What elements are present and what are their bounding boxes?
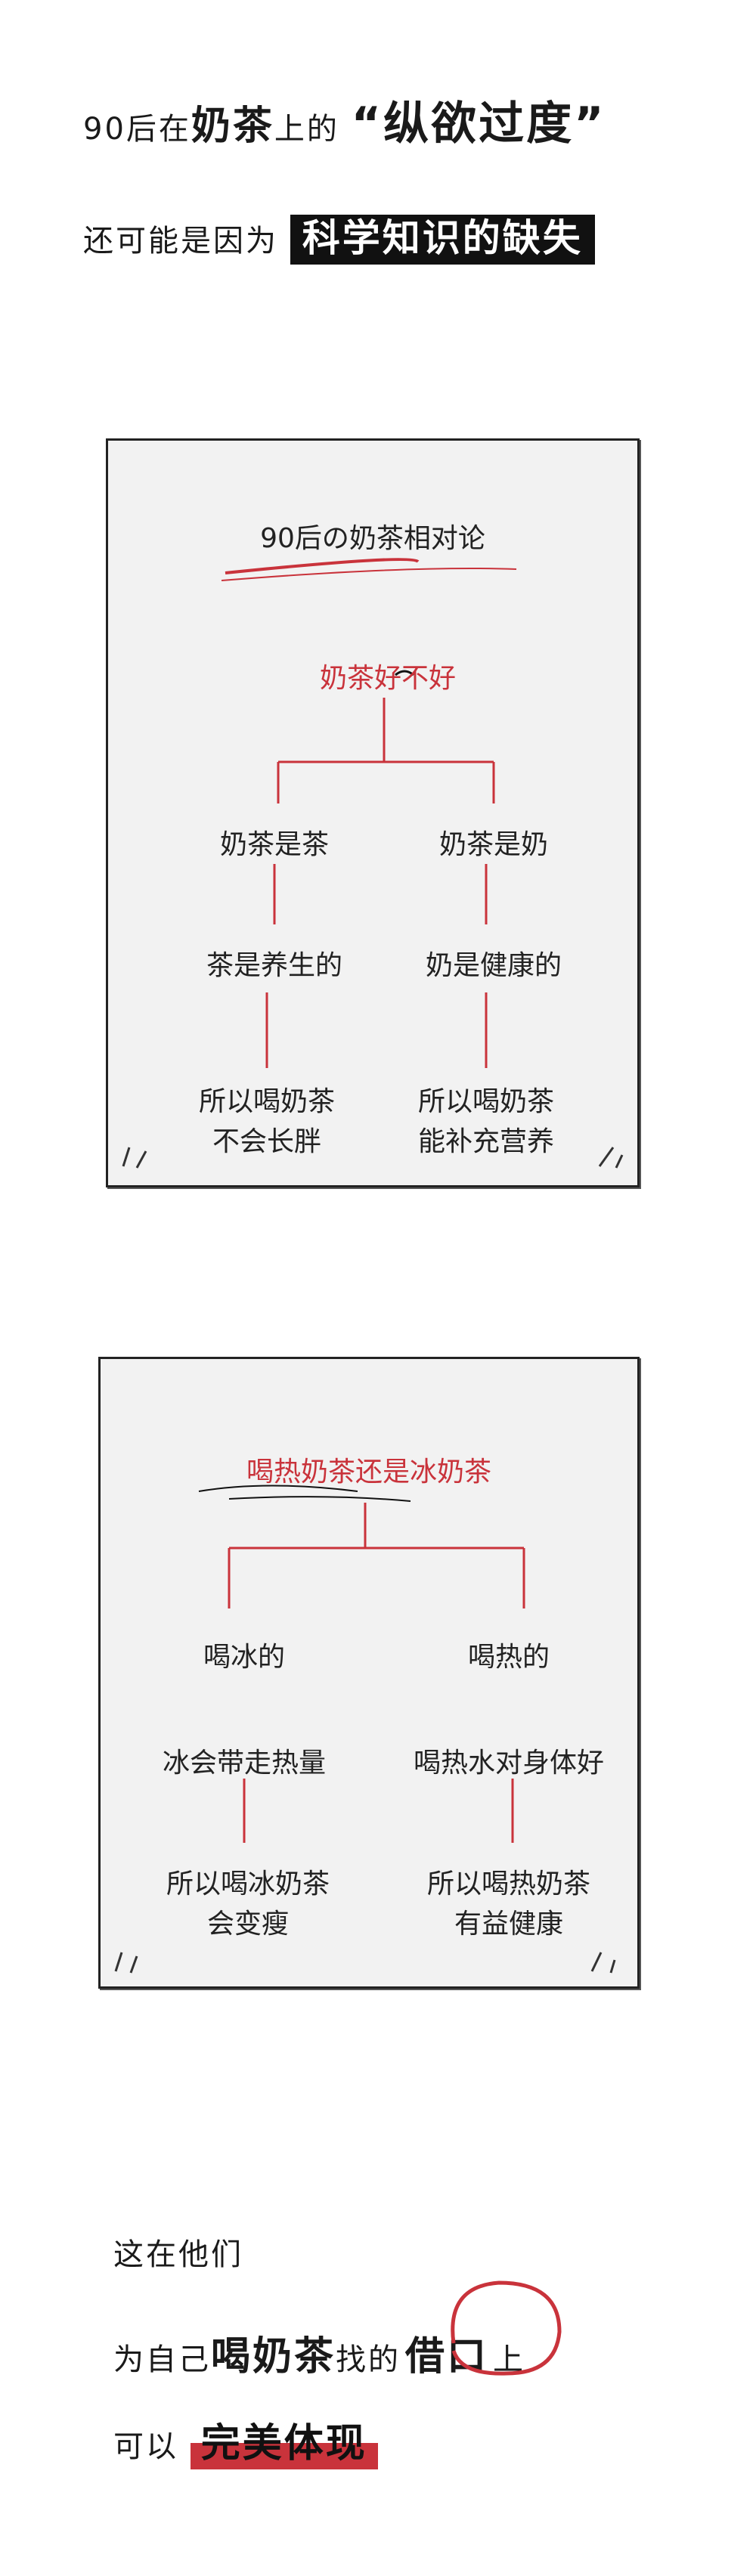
intro-highlight: 科学知识的缺失 — [290, 215, 595, 265]
card1-title: 90后の奶茶相对论 — [260, 523, 485, 554]
intro-middle: 上的 — [274, 112, 339, 147]
outro-suffix: 上 — [493, 2342, 526, 2377]
card2-question: 喝热奶茶还是冰奶茶 — [246, 1457, 491, 1488]
card1-right-3a: 所以喝奶茶 — [417, 1086, 554, 1117]
card2-right-2: 喝热水对身体好 — [413, 1748, 604, 1779]
intro-bold-milktea: 奶茶 — [191, 104, 274, 149]
outro-middle: 找的 — [336, 2342, 401, 2377]
card1-question: 奶茶好不好 — [319, 663, 456, 694]
card1-left-1: 奶茶是茶 — [219, 829, 329, 860]
diagram-card-1: 90后の奶茶相对论 奶茶好不好 奶茶是茶 奶茶是奶 茶是养生的 奶是健康的 所以… — [106, 438, 640, 1187]
outro-bold-drink: 喝奶茶 — [211, 2334, 336, 2379]
card1-right-2: 奶是健康的 — [425, 950, 562, 981]
card2-left-3a: 所以喝冰奶茶 — [166, 1869, 330, 1899]
card2-lines — [114, 1485, 616, 1974]
intro-quote: “纵欲过度” — [351, 98, 606, 150]
outro-prefix: 为自己 — [113, 2342, 211, 2377]
card2-left-3b: 会变瘦 — [206, 1909, 289, 1940]
diagram-card-2: 喝热奶茶还是冰奶茶 喝冰的 喝热的 冰会带走热量 喝热水对身体好 所以喝冰奶茶 … — [98, 1357, 640, 1989]
intro-line-1: 90后在奶茶上的 “纵欲过度” — [83, 87, 606, 153]
card2-left-2: 冰会带走热量 — [162, 1748, 326, 1779]
card1-left-3a: 所以喝奶茶 — [198, 1086, 335, 1117]
outro-circled-excuse: 借口 — [405, 2334, 489, 2379]
card2-right-3a: 所以喝热奶茶 — [426, 1869, 590, 1899]
outro-highlight: 完美体现 — [190, 2421, 378, 2469]
intro-line-2: 还可能是因为 科学知识的缺失 — [83, 208, 595, 265]
card1-right-3b: 能补充营养 — [417, 1126, 554, 1157]
card1-right-1: 奶茶是奶 — [438, 829, 548, 860]
card2-right-3b: 有益健康 — [454, 1909, 563, 1940]
card1-left-3b: 不会长胖 — [212, 1126, 321, 1157]
outro-line-1: 这在他们 — [113, 2237, 243, 2272]
card1-lines — [122, 558, 624, 1169]
outro-line3-prefix: 可以 — [113, 2429, 178, 2464]
intro-line2-prefix: 还可能是因为 — [83, 224, 278, 259]
card1-left-2: 茶是养生的 — [206, 950, 342, 981]
outro-line-3: 可以 完美体现 — [113, 2411, 378, 2469]
intro-prefix: 90后在 — [83, 112, 191, 147]
card2-right-1: 喝热的 — [467, 1642, 550, 1673]
outro-line-2: 为自己喝奶茶找的借口上 — [113, 2324, 525, 2381]
card2-left-1: 喝冰的 — [203, 1642, 285, 1673]
